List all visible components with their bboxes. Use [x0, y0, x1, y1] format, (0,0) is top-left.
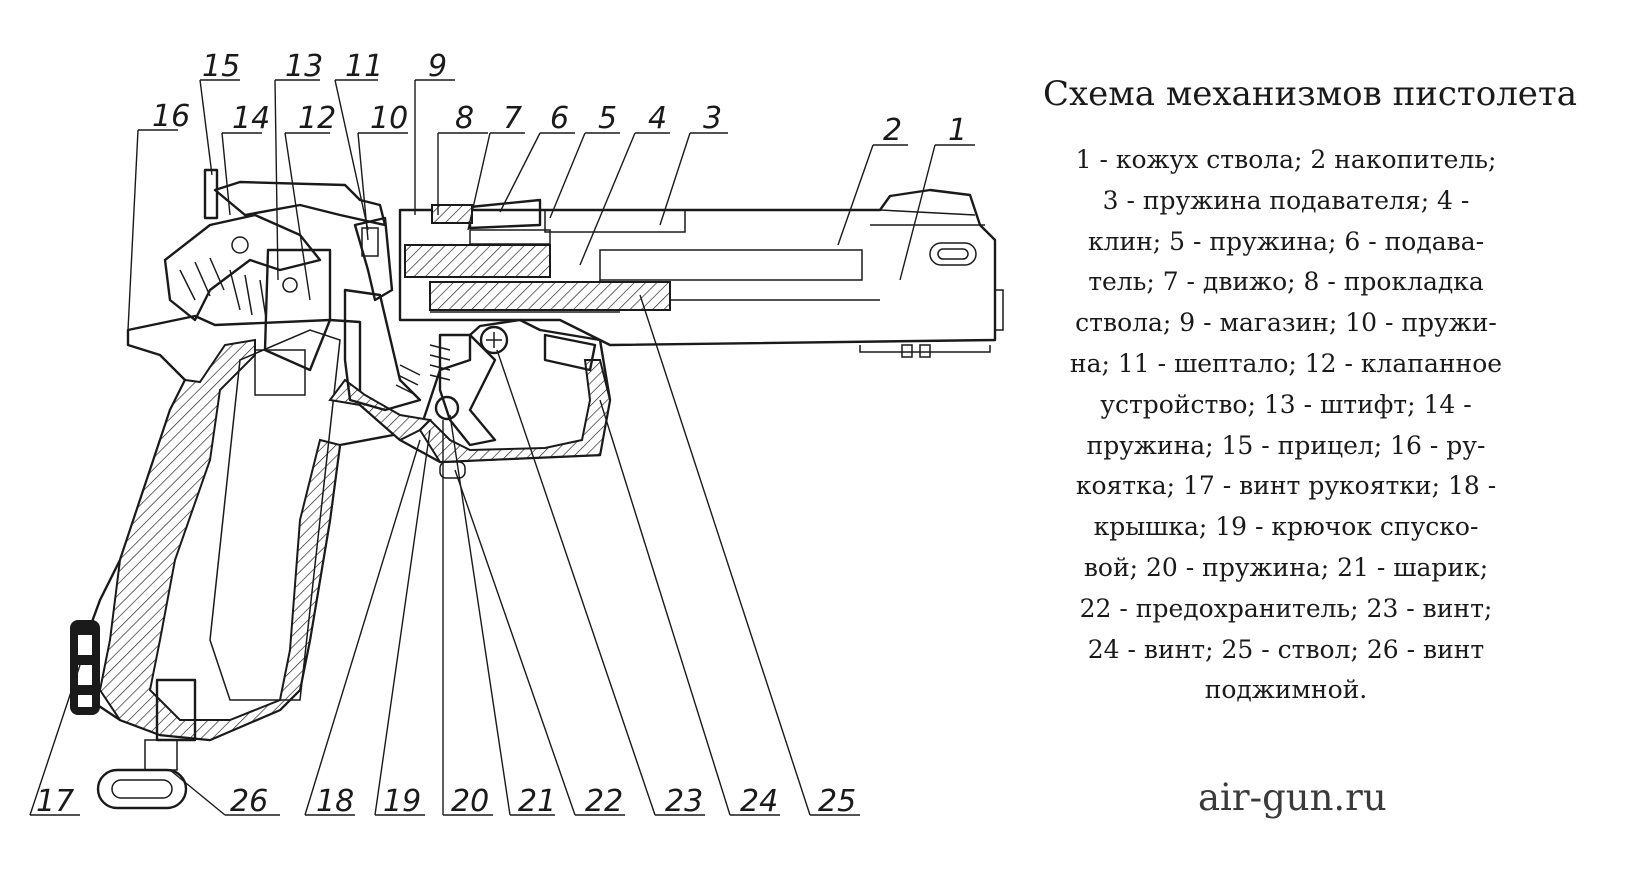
legend-line: устройство; 13 - штифт; 14 -: [1100, 389, 1472, 419]
label-5: 5: [598, 101, 617, 136]
label-8: 8: [455, 101, 474, 136]
label-25: 25: [818, 784, 856, 819]
barrel: [429, 281, 671, 313]
legend-line: ствола; 9 - магазин; 10 - пружи-: [1075, 308, 1497, 338]
label-26: 26: [230, 784, 268, 819]
label-23: 23: [665, 784, 703, 819]
label-18: 18: [316, 784, 354, 819]
label-4: 4: [648, 101, 667, 136]
trigger: [395, 325, 509, 447]
label-22: 22: [585, 784, 623, 819]
feeder-spring: [544, 209, 686, 233]
leader-lines: [29, 79, 975, 816]
site-watermark: air-gun.ru: [1198, 776, 1387, 819]
label-13: 13: [285, 49, 323, 84]
label-12: 12: [298, 101, 336, 136]
legend-line: тель; 7 - движо; 8 - прокладка: [1088, 267, 1484, 297]
label-15: 15: [202, 49, 240, 84]
label-20: 20: [451, 784, 489, 819]
label-19: 19: [383, 784, 421, 819]
part-number-labels: 15 14 16 13 12 11 10 9 8 7 6 5 4 3 2 1 1…: [36, 49, 967, 819]
frame-and-grip: [76, 314, 612, 742]
label-14: 14: [232, 101, 270, 136]
label-9: 9: [428, 49, 447, 84]
legend-line: 22 - предохранитель; 23 - винт;: [1079, 593, 1493, 623]
barrel-shroud: [398, 188, 1004, 358]
safety: [439, 333, 597, 479]
label-3: 3: [703, 101, 722, 136]
valve-device: [254, 248, 332, 396]
legend-line: коятка; 17 - винт рукоятки; 18 -: [1075, 471, 1497, 501]
grip-screw: [70, 620, 100, 715]
legend-line: на; 11 - шептало; 12 - клапанное: [1069, 348, 1503, 378]
sear-assembly: [343, 216, 422, 412]
label-6: 6: [550, 101, 569, 136]
legend-line: пружина; 15 - прицел; 16 - ру-: [1086, 430, 1486, 460]
legend-line: вой; 20 - пружина; 21 - шарик;: [1083, 552, 1489, 582]
legend-line: 1 - кожух ствола; 2 накопитель;: [1075, 145, 1497, 174]
label-21: 21: [518, 784, 556, 819]
label-10: 10: [370, 101, 408, 136]
label-16: 16: [152, 99, 190, 134]
label-1: 1: [948, 113, 967, 148]
legend-line: крышка; 19 - крючок спуско-: [1093, 512, 1479, 542]
hammer-and-spring: [163, 213, 322, 322]
label-17: 17: [36, 784, 74, 819]
feeder-block: [404, 198, 551, 278]
parts-legend: 1 - кожух ствола; 2 накопитель; 3 - пруж…: [1036, 140, 1536, 711]
label-7: 7: [503, 101, 522, 136]
label-11: 11: [345, 49, 383, 84]
label-2: 2: [883, 113, 902, 148]
legend-line: 24 - винт; 25 - ствол; 26 - винт: [1087, 634, 1485, 664]
diagram-title: Схема механизмов пистолета: [1042, 74, 1578, 114]
legend-line: клин; 5 - пружина; 6 - подава-: [1087, 226, 1485, 256]
clamp-screw: [96, 678, 197, 810]
label-24: 24: [740, 784, 778, 819]
pistol-cutaway-diagram: 15 14 16 13 12 11 10 9 8 7 6 5 4 3 2 1 1…: [29, 49, 1004, 819]
legend-line: поджимной.: [1204, 675, 1368, 705]
legend-line: 3 - пружина подавателя; 4 -: [1102, 185, 1470, 215]
